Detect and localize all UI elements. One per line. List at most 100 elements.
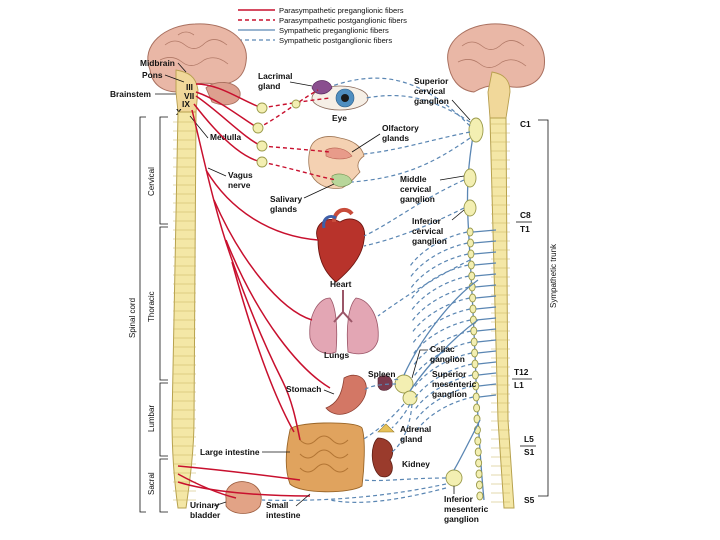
superior-cervical-label-2: cervical [414, 86, 445, 96]
inferior-cervical-ganglion [463, 199, 477, 217]
sympathetic-trunk: Sympathetic trunk [466, 119, 558, 501]
seg-l1: L1 [514, 380, 524, 390]
urinary-bladder-shape [225, 481, 262, 514]
sympathetic-trunk-label: Sympathetic trunk [549, 243, 558, 308]
legend-label-symp-post: Sympathetic postganglionic fibers [279, 36, 392, 45]
sym-post-intestine-lower [363, 477, 447, 482]
ramus-line [474, 273, 497, 277]
ganglion-labels: Superior cervical ganglion Middle cervic… [400, 76, 489, 524]
ramus-post-line [410, 242, 468, 278]
right-brain [447, 23, 545, 119]
heart-vessel-blue [322, 214, 337, 229]
small-intestine-coils [299, 435, 349, 473]
lacrimal-leader [289, 81, 313, 87]
cervical-label: Cervical [147, 167, 156, 196]
left-brain: III VII IX X [147, 23, 247, 117]
face-illustration [308, 136, 365, 189]
trunk-ganglion [476, 491, 484, 501]
trunk-ganglion [466, 227, 474, 237]
ramus-line [475, 295, 497, 299]
sym-post-olfactory [363, 131, 471, 155]
lumbar-brace [159, 382, 168, 457]
inf-mesenteric-label-1: Inferior [444, 494, 474, 504]
trunk-ganglion [469, 293, 477, 303]
eye-label: Eye [332, 113, 347, 123]
trunk-ganglion [473, 414, 481, 424]
ramus-post-line [412, 297, 470, 333]
kidney-label: Kidney [402, 459, 430, 469]
salivary-post-fiber [261, 161, 337, 181]
superior-cervical-leader [451, 99, 471, 121]
terminal-ganglion-eye [291, 99, 301, 109]
left-cerebrum-folds [159, 31, 229, 66]
ramus-line [477, 350, 497, 354]
salivary-label-2: glands [270, 204, 297, 214]
ramus-post-line [414, 374, 473, 410]
sym-post-bladder [261, 483, 447, 501]
legend-label-para-pre: Parasympathetic preganglionic fibers [279, 6, 404, 15]
lungs-label: Lungs [324, 350, 349, 360]
heart-body [316, 218, 366, 283]
middle-cervical-ganglion [463, 168, 477, 188]
sacral-label: Sacral [147, 472, 156, 495]
inferior-cervical-leader [451, 209, 465, 221]
sup-mesenteric-label-1: Superior [432, 369, 467, 379]
sym-post-small-int [329, 487, 447, 503]
salivary-gland-shape [331, 173, 353, 187]
middle-cervical-leader [439, 175, 465, 181]
ramus-post-line [414, 352, 472, 388]
right-cord-segments [491, 123, 510, 503]
left-cord-segments [173, 121, 196, 501]
ramus-post-line [414, 363, 473, 399]
celiac-label-1: Celiac [430, 344, 455, 354]
superior-cervical-label-3: ganglion [414, 96, 449, 106]
ramus-post-line [413, 330, 471, 366]
seg-s1: S1 [524, 447, 535, 457]
ramus-line [478, 372, 497, 376]
trunk-ganglion [468, 271, 476, 281]
middle-cervical-label-2: cervical [400, 184, 431, 194]
ciliary-ganglion [256, 102, 268, 114]
sup-mesenteric-label-3: ganglion [432, 389, 467, 399]
left-spinal-cord [171, 111, 197, 509]
sym-post-lacrimal [331, 77, 471, 127]
trunk-ganglia [466, 227, 484, 501]
seg-l5: L5 [524, 434, 534, 444]
vagus-main [191, 109, 301, 441]
otic-ganglion [256, 156, 268, 168]
bladder-leader [213, 501, 227, 507]
superior-cervical-label-1: Superior [414, 76, 449, 86]
ramus-post-line [412, 308, 471, 344]
inferior-cervical-label-2: cervical [412, 226, 443, 236]
seg-c1: C1 [520, 119, 531, 129]
trunk-ganglion [475, 458, 483, 468]
sym-post-kidney [391, 403, 413, 453]
heart-illustration [316, 207, 366, 283]
vagus-label-2: nerve [228, 180, 251, 190]
lung-left [309, 297, 338, 354]
spinal-cord-label: Spinal cord [128, 298, 137, 338]
sup-mesenteric-label-2: mesenteric [432, 379, 477, 389]
sympathetic-trunk-bracket [538, 119, 549, 497]
trachea [333, 290, 353, 323]
cn3-pre-fiber [195, 83, 263, 109]
ramus-line [473, 229, 497, 233]
stomach-leader [323, 389, 335, 395]
trunk-ganglion [471, 370, 479, 380]
eye-illustration [311, 80, 369, 111]
olfactory-label-2: glands [382, 133, 409, 143]
trunk-ganglion [467, 260, 475, 270]
seg-t12: T12 [514, 367, 529, 377]
submandibular-ganglion [256, 140, 268, 152]
trunk-ganglion [472, 392, 480, 402]
lacrimal-label-2: gland [258, 81, 280, 91]
ramus-line [477, 339, 497, 343]
midbrain-label: Midbrain [140, 58, 175, 68]
splanchnic-3 [453, 419, 481, 471]
superior-mesenteric-ganglion [402, 390, 418, 406]
trunk-ganglion [475, 480, 483, 490]
sympathetic-fibers [261, 77, 497, 503]
ramus-post-line [410, 264, 469, 300]
cn-iii-label: III [186, 82, 193, 92]
thoracic-label: Thoracic [147, 291, 156, 322]
